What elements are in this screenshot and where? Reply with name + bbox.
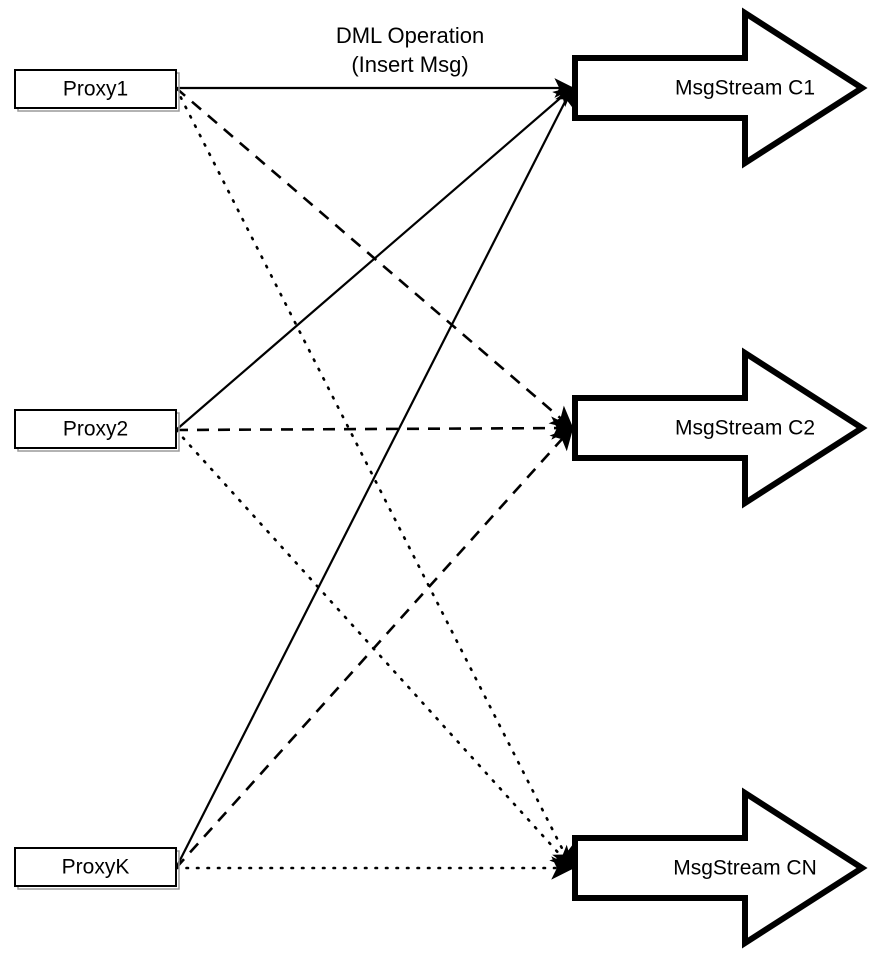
stream-node-stream_cn[interactable]: MsgStream CN: [572, 787, 868, 949]
link-proxy2-to-c1: [175, 86, 574, 431]
proxy-node-proxyk[interactable]: ProxyK: [14, 847, 180, 890]
link-proxyk-to-c2: [175, 426, 574, 869]
proxy-label: ProxyK: [62, 856, 130, 879]
stream-label: MsgStream CN: [673, 857, 817, 880]
proxy-label: Proxy1: [63, 78, 128, 101]
proxy-box-outline[interactable]: [14, 409, 177, 449]
edge-caption-line-1: DML Operation: [336, 23, 484, 48]
stream-label: MsgStream C1: [675, 77, 815, 100]
links-layer: [174, 78, 575, 880]
streams-layer: MsgStream C1 MsgStream C2 MsgStream CN: [572, 7, 868, 949]
link-proxyk-to-c1: [175, 86, 573, 869]
stream-arrow-shape[interactable]: [572, 347, 868, 509]
stream-label: MsgStream C2: [675, 417, 815, 440]
stream-arrow-shape[interactable]: [572, 7, 868, 169]
proxy-label: Proxy2: [63, 418, 128, 441]
edge-caption-line-2: (Insert Msg): [351, 52, 468, 77]
proxy-box-outline[interactable]: [14, 847, 177, 887]
link-proxy2-to-c2: [175, 416, 575, 440]
proxy-box-outline[interactable]: [14, 69, 177, 109]
stream-node-stream_c1[interactable]: MsgStream C1: [572, 7, 868, 169]
proxy-node-proxy1[interactable]: Proxy1: [14, 69, 180, 112]
stream-arrow-shape[interactable]: [572, 787, 868, 949]
proxy-node-proxy2[interactable]: Proxy2: [14, 409, 180, 452]
link-proxy1-to-cn: [174, 86, 574, 871]
stream-node-stream_c2[interactable]: MsgStream C2: [572, 347, 868, 509]
